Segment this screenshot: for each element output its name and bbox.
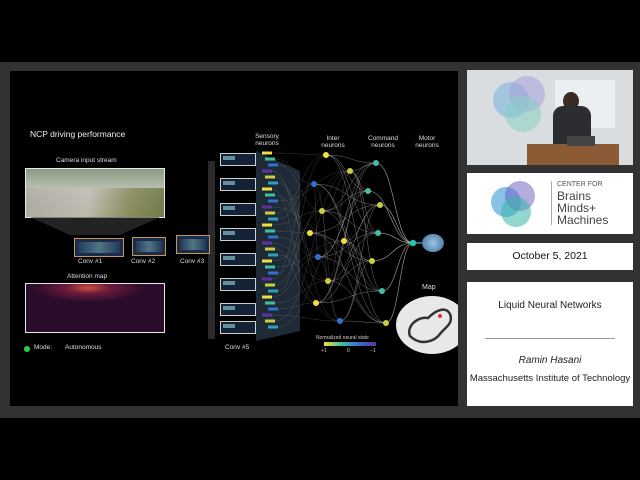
colorbar: [324, 342, 376, 346]
neural-circuit-diagram: [10, 71, 458, 406]
date-panel: October 5, 2021: [467, 243, 633, 270]
command-neuron: [375, 230, 381, 236]
sensory-neuron: [262, 206, 272, 209]
event-date: October 5, 2021: [467, 250, 633, 262]
inter-neuron: [347, 168, 353, 174]
sensory-neuron: [268, 218, 278, 221]
sensory-neuron: [268, 200, 278, 203]
sensory-neuron: [268, 182, 278, 185]
inter-neuron: [323, 152, 329, 158]
sensory-neuron: [268, 272, 278, 275]
synapse-connection: [368, 191, 413, 243]
synapse-connection: [328, 171, 350, 281]
lectern: [527, 144, 619, 165]
sensory-neuron: [265, 302, 275, 305]
sensory-neuron: [265, 266, 275, 269]
sensory-neuron: [262, 152, 272, 155]
cbmm-logo-panel: CENTER FOR Brains Minds+ Machines: [467, 173, 633, 234]
letterbox-bottom: [0, 418, 640, 480]
logo-divider: [551, 181, 552, 225]
sensory-neuron: [262, 278, 272, 281]
synapse-connection: [344, 205, 380, 241]
synapse-connection: [278, 233, 310, 291]
sensory-neuron: [265, 230, 275, 233]
inter-neuron: [307, 230, 313, 236]
synapse-connection: [316, 233, 378, 303]
talk-title: Liquid Neural Networks: [467, 300, 633, 311]
sensory-neuron: [262, 224, 272, 227]
sensory-neuron: [268, 164, 278, 167]
sensory-neuron: [268, 290, 278, 293]
sensory-neuron: [265, 320, 275, 323]
logo-line4: Machines: [557, 213, 608, 227]
wall-logo-image: [489, 76, 551, 138]
steering-wheel-icon: [422, 234, 444, 252]
sensory-neuron: [262, 260, 272, 263]
presentation-slide: NCP driving performance Camera input str…: [10, 71, 458, 406]
inter-neuron: [341, 238, 347, 244]
synapse-connection: [275, 171, 350, 321]
synapse-connection: [322, 211, 328, 281]
sensory-neuron: [268, 308, 278, 311]
synapse-connection: [272, 153, 326, 155]
synapse-connection: [326, 155, 382, 291]
talk-info-panel: Liquid Neural Networks Ramin Hasani Mass…: [467, 282, 633, 406]
inter-neuron: [311, 181, 317, 187]
laptop: [567, 136, 595, 146]
inter-neuron: [337, 318, 343, 324]
inter-neuron: [313, 300, 319, 306]
sensory-neuron: [268, 254, 278, 257]
command-neuron: [373, 160, 379, 166]
synapse-connection: [275, 159, 314, 184]
inter-neuron: [315, 254, 321, 260]
sensory-neuron: [262, 296, 272, 299]
command-neuron: [365, 188, 371, 194]
sensory-neuron: [262, 314, 272, 317]
synapse-connection: [278, 237, 318, 257]
speaker-video: [467, 70, 633, 165]
command-neuron: [377, 202, 383, 208]
speaker-affiliation: Massachusetts Institute of Technology: [467, 373, 633, 384]
sensory-neuron: [265, 284, 275, 287]
command-neuron: [383, 320, 389, 326]
inter-neuron: [319, 208, 325, 214]
motor-neuron: [410, 240, 416, 246]
synapse-connection: [350, 163, 376, 171]
synapse-connection: [316, 191, 368, 303]
logo-line1: CENTER FOR: [557, 181, 603, 188]
speaker-name: Ramin Hasani: [467, 355, 633, 366]
inter-neuron: [325, 278, 331, 284]
colorbar-label: Normalized neural state: [316, 335, 369, 341]
sensory-neuron: [262, 242, 272, 245]
sensory-neuron: [265, 248, 275, 251]
sensory-neuron: [265, 212, 275, 215]
sensory-neuron: [268, 236, 278, 239]
map-label: Map: [422, 284, 436, 291]
colorbar-tick-mid: 0: [347, 348, 350, 354]
synapse-connection: [278, 303, 316, 309]
synapse-connection: [382, 243, 413, 291]
synapse-connection: [272, 211, 322, 225]
sensory-neuron: [265, 176, 275, 179]
command-neuron: [369, 258, 375, 264]
colorbar-tick-low: −1: [370, 348, 376, 354]
track-map-image: [396, 296, 458, 354]
sensory-neuron: [268, 326, 278, 329]
sensory-neuron: [262, 188, 272, 191]
synapse-connection: [314, 184, 318, 257]
synapse-connection: [314, 184, 380, 205]
sensory-neuron: [265, 194, 275, 197]
colorbar-tick-high: +1: [321, 348, 327, 354]
sensory-neuron: [265, 158, 275, 161]
synapse-connection: [322, 211, 382, 291]
info-divider: [485, 338, 615, 339]
sensory-neuron: [262, 170, 272, 173]
command-neuron: [379, 288, 385, 294]
letterbox-top: [0, 0, 640, 62]
cbmm-logo-icon: [489, 179, 537, 229]
